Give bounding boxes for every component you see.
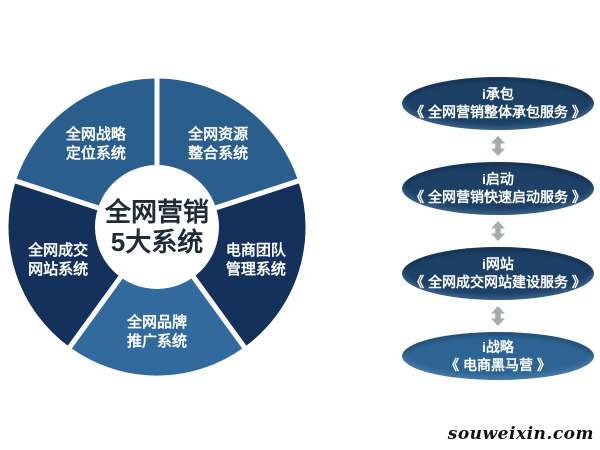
- service-subtitle: 《 全网营销快速启动服务 》: [410, 189, 586, 205]
- double-arrow-icon: [491, 136, 505, 156]
- service-subtitle: 《 全网营销整体承包服务 》: [410, 104, 586, 120]
- service-subtitle: 《 全网成交网站建设服务 》: [410, 274, 586, 290]
- donut-center-circle: [95, 165, 219, 289]
- service-ellipse-istrategy: i战略 《 电商黑马营 》: [402, 332, 594, 380]
- service-title: i网站: [482, 256, 514, 272]
- service-title: i承包: [482, 86, 514, 102]
- donut-segment-label-deal-website: 全网成交网站系统: [27, 241, 88, 278]
- service-ellipse-iwebsite: i网站 《 全网成交网站建设服务 》: [402, 247, 594, 300]
- double-arrow-icon: [491, 221, 505, 241]
- service-title: i启动: [482, 171, 514, 187]
- watermark-text: souweixin.com: [447, 424, 594, 444]
- donut-segment-brand-promotion: [65, 224, 249, 381]
- service-title: i战略: [482, 338, 514, 355]
- donut-segment-label-resource-integration: 全网资源整合系统: [187, 125, 248, 162]
- double-arrow-icon: [491, 306, 505, 326]
- service-ellipse-icontract: i承包 《 全网营销整体承包服务 》: [402, 77, 594, 130]
- services-column: i承包 《 全网营销整体承包服务 》 i启动 《 全网营销快速启动服务 》 i网…: [402, 77, 594, 380]
- donut-segment-label-ecommerce-team: 电商团队管理系统: [226, 241, 287, 278]
- service-ellipse-ilaunch: i启动 《 全网营销快速启动服务 》: [402, 162, 594, 215]
- service-subtitle: 《 电商黑马营 》: [445, 356, 551, 373]
- donut-segment-label-strategy-positioning: 全网战略定位系统: [65, 125, 127, 162]
- donut-segment-label-brand-promotion: 全网品牌推广系统: [126, 313, 187, 350]
